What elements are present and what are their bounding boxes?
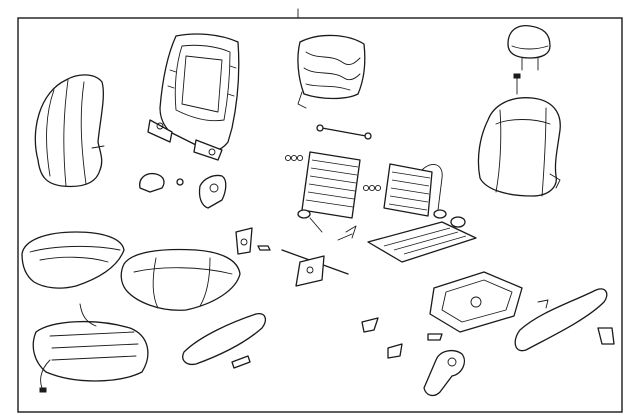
seatback-cover-left: [34, 74, 105, 188]
bracket-clip: [361, 317, 443, 359]
push-pin: [297, 209, 357, 241]
lumbar-grid: [301, 151, 361, 219]
cushion-cover-left: [21, 231, 125, 289]
headrest-guide: [513, 73, 521, 95]
cushion-frame-right: [429, 271, 523, 333]
spring-clips: [284, 154, 382, 192]
cushion-frame-left: [32, 303, 149, 393]
side-shield-left: [182, 313, 267, 369]
side-shield: [235, 227, 271, 255]
diagram-frame: [17, 8, 623, 413]
headrest: [507, 24, 551, 71]
side-trim: [514, 288, 615, 352]
cushion-pad: [120, 248, 241, 311]
slide-bar: [281, 249, 349, 287]
recliner-cover: [198, 174, 227, 209]
lumbar-rod: [316, 124, 372, 140]
recliner-knob: [139, 172, 184, 193]
seatback-frame: [147, 33, 240, 161]
lumbar-support: [383, 163, 466, 228]
seat-pan: [367, 221, 477, 263]
handle: [423, 349, 466, 397]
seatback-cover-right: [477, 97, 561, 197]
seatback-pad: [297, 34, 366, 109]
